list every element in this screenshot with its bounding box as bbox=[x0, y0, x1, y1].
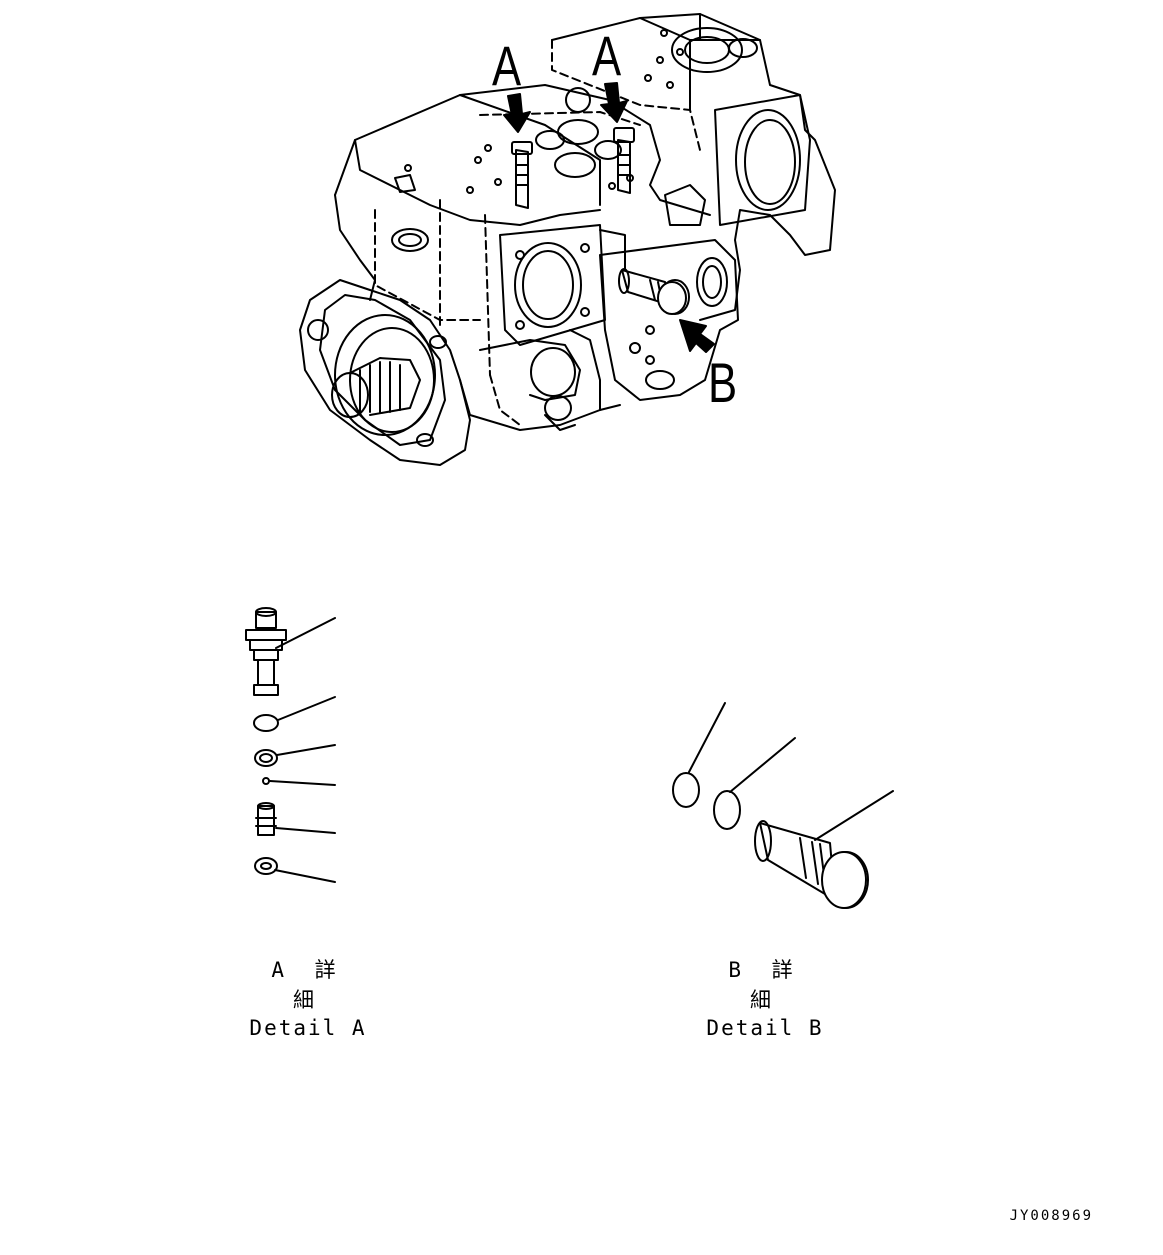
arrow-b bbox=[679, 319, 715, 353]
detail-a-caption-en: Detail A bbox=[249, 1016, 367, 1040]
callout-a-left: A bbox=[492, 34, 522, 97]
detail-b-caption: B 詳 細 Detail B bbox=[705, 954, 825, 1040]
arrow-a-left bbox=[503, 93, 531, 133]
detail-b-caption-jp: B 詳 細 bbox=[728, 958, 802, 1012]
detail-a-caption: A 詳 細 Detail A bbox=[248, 954, 368, 1040]
callout-b: B bbox=[708, 351, 738, 414]
arrow-a-right bbox=[600, 82, 628, 123]
detail-b-parts bbox=[672, 702, 894, 909]
cartridges-a-on-housing bbox=[511, 127, 635, 209]
callout-a-right: A bbox=[592, 24, 622, 87]
detail-a-caption-jp: A 詳 細 bbox=[271, 958, 345, 1012]
plug-b-on-housing bbox=[618, 268, 690, 315]
detail-b-caption-en: Detail B bbox=[706, 1016, 824, 1040]
detail-a-parts bbox=[245, 607, 336, 883]
pump-assembly bbox=[299, 13, 836, 466]
drawing-id: JY008969 bbox=[1009, 1208, 1093, 1224]
